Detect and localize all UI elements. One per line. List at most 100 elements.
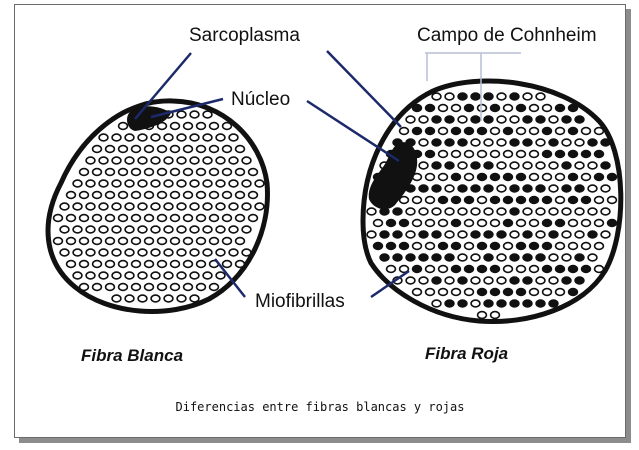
myofibril-dot [398, 241, 410, 251]
myofibril-dot [52, 213, 64, 223]
myofibril-dot [567, 126, 579, 136]
label-sarcoplasma: Sarcoplasma [189, 25, 300, 46]
myofibril-dot [431, 138, 442, 147]
myofibril-dot [195, 167, 207, 177]
myofibril-dot [548, 138, 559, 147]
myofibril-dot [143, 259, 155, 269]
myofibril-dot [91, 236, 103, 246]
myofibril-dot [431, 207, 442, 216]
myofibril-dot [567, 195, 579, 205]
myofibril-dot [163, 225, 174, 234]
myofibril-dot [65, 213, 77, 223]
myofibril-dot [405, 253, 416, 262]
myofibril-dot [567, 287, 579, 297]
myofibril-dot [444, 161, 455, 170]
myofibril-dot [528, 218, 540, 228]
myofibril-dot [182, 144, 194, 154]
myofibril-dot [156, 121, 168, 131]
figure-frame: Sarcoplasma Núcleo Campo de Cohnheim Mio… [14, 4, 626, 438]
myofibril-dot [111, 179, 122, 188]
myofibril-dot [72, 179, 83, 188]
myofibril-dot [91, 259, 103, 269]
myofibril-dot [385, 264, 397, 274]
myofibril-dot [574, 276, 585, 285]
myofibril-dot [163, 294, 174, 303]
myofibril-dot [463, 241, 475, 251]
myofibril-dot [437, 172, 449, 182]
label-nucleo: Núcleo [231, 89, 290, 110]
myofibril-dot [65, 190, 77, 200]
myofibril-dot [182, 121, 194, 131]
myofibril-dot [98, 156, 109, 165]
myofibril-dot [366, 230, 377, 239]
myofibril-dot [228, 202, 239, 211]
myofibril-dot [528, 103, 540, 113]
myofibril-dot [392, 253, 403, 262]
myofibril-dot [176, 225, 187, 234]
myofibril-dot [195, 236, 207, 246]
myofibril-dot [522, 253, 533, 262]
myofibril-dot [561, 115, 572, 124]
myofibril-dot [424, 241, 436, 251]
myofibril-dot [195, 144, 207, 154]
myofibril-dot [496, 299, 507, 308]
myofibril-dot [574, 207, 585, 216]
myofibril-dot [221, 213, 233, 223]
myofibril-dot [483, 138, 494, 147]
myofibril-dot [117, 190, 129, 200]
myofibril-dot [522, 161, 533, 170]
myofibril-dot [476, 287, 488, 297]
myofibril-dot [457, 276, 468, 285]
myofibril-dot [554, 149, 566, 159]
myofibril-dot [202, 156, 213, 165]
myofibril-dot [111, 294, 122, 303]
myofibril-dot [124, 225, 135, 234]
myofibril-dot [457, 253, 468, 262]
myofibril-dot [489, 264, 501, 274]
myofibril-dot [606, 218, 618, 228]
myofibril-dot [580, 218, 592, 228]
label-campo: Campo de Cohnheim [417, 25, 597, 46]
myofibril-dot [156, 167, 168, 177]
myofibril-dot [98, 179, 109, 188]
myofibril-dot [567, 264, 579, 274]
myofibril-dot [411, 264, 423, 274]
myofibril-dot [580, 172, 592, 182]
myofibril-dot [561, 207, 572, 216]
myofibril-dot [91, 213, 103, 223]
myofibril-dot [561, 184, 572, 193]
myofibril-dot [85, 179, 96, 188]
myofibril-dot [85, 225, 96, 234]
myofibril-dot [98, 248, 109, 257]
myofibril-dot [163, 133, 174, 142]
myofibril-dot [483, 276, 494, 285]
myofibril-dot [574, 184, 585, 193]
myofibril-dot [483, 184, 494, 193]
myofibril-dot [169, 167, 181, 177]
myofibril-dot [444, 253, 455, 262]
myofibril-dot [535, 207, 546, 216]
myofibril-dot [509, 138, 520, 147]
myofibril-dot [143, 190, 155, 200]
myofibril-dot [522, 299, 533, 308]
myofibril-dot [221, 190, 233, 200]
myofibril-dot [567, 241, 579, 251]
myofibril-dot [496, 184, 507, 193]
myofibril-dot [522, 276, 533, 285]
myofibril-dot [548, 276, 559, 285]
myofibril-dot [98, 133, 109, 142]
myofibril-dot [450, 149, 462, 159]
myofibril-dot [470, 207, 481, 216]
myofibril-dot [72, 225, 83, 234]
myofibril-dot [411, 218, 423, 228]
myofibril-dot [509, 253, 520, 262]
myofibril-dot [418, 115, 429, 124]
myofibril-dot [489, 287, 501, 297]
myofibril-dot [98, 202, 109, 211]
myofibril-dot [234, 167, 246, 177]
myofibril-dot [372, 241, 384, 251]
myofibril-dot [463, 287, 475, 297]
myofibril-dot [215, 271, 226, 280]
myofibril-dot [104, 144, 116, 154]
myofibril-dot [195, 121, 207, 131]
